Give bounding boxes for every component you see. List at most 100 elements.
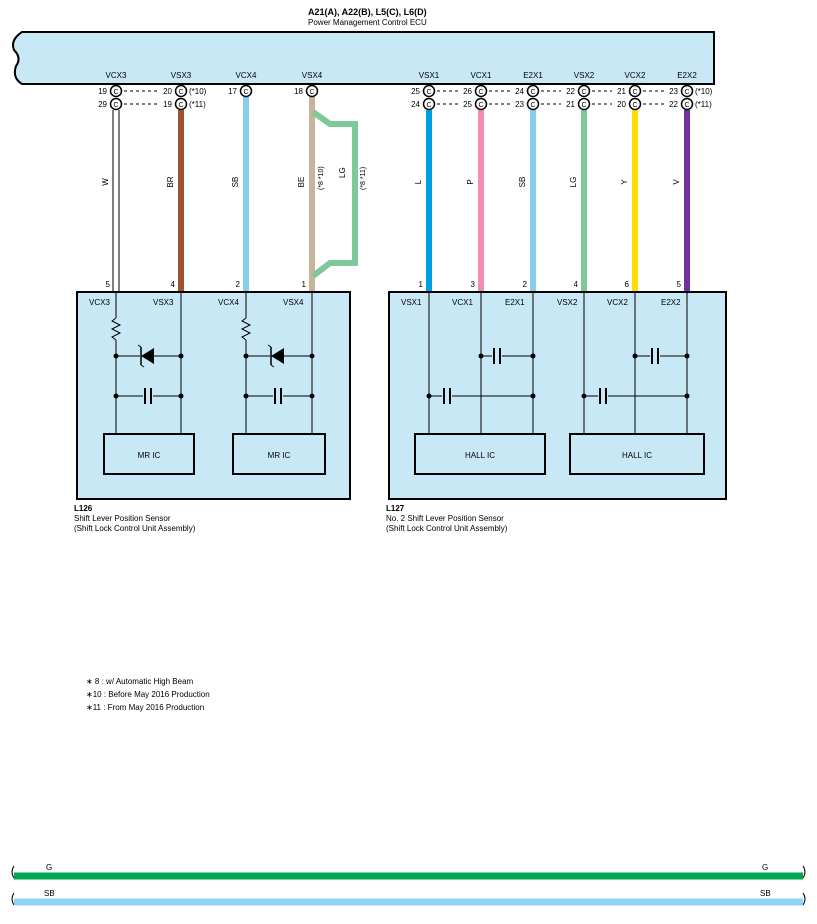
sensor1-pin-label: VCX3: [89, 298, 110, 307]
connector-letter: C: [243, 89, 248, 96]
sensor-pin-number: 6: [625, 280, 630, 289]
mr-ic-box: [103, 433, 195, 475]
sensor2-name: No. 2 Shift Lever Position Sensor: [386, 514, 504, 523]
ecu-pin-number: 24: [515, 87, 524, 96]
wire-color-label: Y: [620, 179, 629, 185]
ecu-pin-number: 19: [98, 87, 107, 96]
ecu-pin-number: 23: [669, 87, 678, 96]
ecu-name: Power Management Control ECU: [308, 18, 427, 27]
ecu-pin-note: (*11): [189, 100, 206, 109]
ecu-pin-number: 19: [163, 100, 172, 109]
footnote: ∗10 : Before May 2016 Production: [86, 690, 210, 699]
connector-letter: C: [113, 89, 118, 96]
connector-letter: C: [178, 89, 183, 96]
ecu-pin-label: E2X2: [677, 71, 697, 80]
ecu-pin-number: 21: [566, 100, 575, 109]
ecu-pin-number: 22: [566, 87, 575, 96]
sensor1-name: Shift Lever Position Sensor: [74, 514, 171, 523]
mr-ic-label: MR IC: [268, 451, 291, 460]
connector-icon: [174, 97, 188, 111]
connector-icon: [174, 84, 188, 98]
bottom-wire-g: G G: [11, 863, 806, 880]
ecu-connectors: A21(A), A22(B), L5(C), L6(D): [308, 7, 427, 17]
connector-icon: [422, 84, 436, 98]
ecu-pin-number: 25: [463, 100, 472, 109]
capacitor-icon: [650, 348, 660, 364]
bottom-wire-label: G: [46, 863, 52, 872]
ecu-pin-note: (*10): [695, 87, 713, 96]
ecu-pin-number: 23: [515, 100, 524, 109]
sensor-pin-number: 5: [106, 280, 111, 289]
sensor1-pin-label: VCX4: [218, 298, 239, 307]
ecu-pin-number: 20: [617, 100, 626, 109]
ecu-pin-note: (*10): [189, 87, 207, 96]
sensor2-pin-label: VSX2: [557, 298, 578, 307]
connector-letter: C: [684, 89, 689, 96]
ecu-pin-label: VSX2: [574, 71, 595, 80]
ecu-pin-number: 25: [411, 87, 420, 96]
connector-letter: C: [581, 89, 586, 96]
bypass-wire-lg: [311, 109, 358, 279]
sensor-pin-number: 4: [574, 280, 579, 289]
connector-icon: [239, 84, 253, 98]
connector-letter: C: [426, 102, 431, 109]
connector-icon: [474, 84, 488, 98]
hall-ic-box: [569, 433, 705, 475]
connector-letter: C: [478, 102, 483, 109]
ecu-pin-label: VSX1: [419, 71, 440, 80]
wire-color-label: SB: [231, 177, 240, 188]
ecu-pin-number: 20: [163, 87, 172, 96]
hall-ic-label: HALL IC: [465, 451, 495, 460]
junction-dots: [426, 353, 690, 399]
wire-color-label: SB: [518, 177, 527, 188]
ecu-pin-label: VCX1: [471, 71, 492, 80]
connector-icon: [109, 97, 123, 111]
connector-icon: [680, 97, 694, 111]
connector-letter: C: [113, 102, 118, 109]
ecu-pin-label: E2X1: [523, 71, 543, 80]
sensor2-circuit: [428, 292, 688, 434]
wire-color-label: LG: [569, 177, 578, 188]
connector-icon: [305, 84, 319, 98]
sensor2-pin-label: VCX1: [452, 298, 473, 307]
connector-icon: [577, 97, 591, 111]
connector-icon: [628, 97, 642, 111]
sensor2-pin-label: E2X2: [661, 298, 681, 307]
zener-diode-icon: [137, 344, 162, 368]
wire-color-label: L: [414, 179, 423, 184]
ecu-pin-number: 21: [617, 87, 626, 96]
ecu-pin-note: (*11): [695, 100, 712, 109]
ecu-pin-number: 22: [669, 100, 678, 109]
connector-icon: [526, 84, 540, 98]
connector-icon: [474, 97, 488, 111]
capacitor-icon: [273, 388, 283, 404]
ecu-pin-number: 29: [98, 100, 107, 109]
wire-color-label: W: [101, 178, 110, 186]
sensor1-sub: (Shift Lock Control Unit Assembly): [74, 524, 196, 533]
footnote: ∗ 8 : w/ Automatic High Beam: [86, 677, 194, 686]
connector-letter: C: [309, 89, 314, 96]
sensor-pin-number: 2: [523, 280, 528, 289]
connector-letter: C: [530, 102, 535, 109]
sensor-pin-number: 2: [236, 280, 241, 289]
sensor2-pin-labels: VSX1 VCX1 E2X1 VSX2 VCX2 E2X2: [401, 298, 681, 307]
connector-letter: C: [632, 102, 637, 109]
connector-letter: C: [632, 89, 637, 96]
ecu-pin-label: VCX3: [106, 71, 127, 80]
connector-icon: [422, 97, 436, 111]
ecu-pins: VCX3C19C29W5VSX3C20C19(*10)(*11)BR4VCX4C…: [98, 71, 713, 292]
sensor2-pin-label: VCX2: [607, 298, 628, 307]
ecu-pin-number: 26: [463, 87, 472, 96]
sensor2-pin-label: E2X1: [505, 298, 525, 307]
sensor-pin-number: 5: [677, 280, 682, 289]
bypass-note-left: (*8 *10): [318, 166, 325, 190]
ecu-box: [12, 31, 715, 85]
connector-icon: [680, 84, 694, 98]
ecu-pin-label: VSX3: [171, 71, 192, 80]
junction-dots: [113, 353, 315, 399]
sensor1-pin-label: VSX4: [283, 298, 304, 307]
wire-color-label: BE: [297, 177, 306, 188]
connector-letter: C: [478, 89, 483, 96]
sensor2-sub: (Shift Lock Control Unit Assembly): [386, 524, 508, 533]
